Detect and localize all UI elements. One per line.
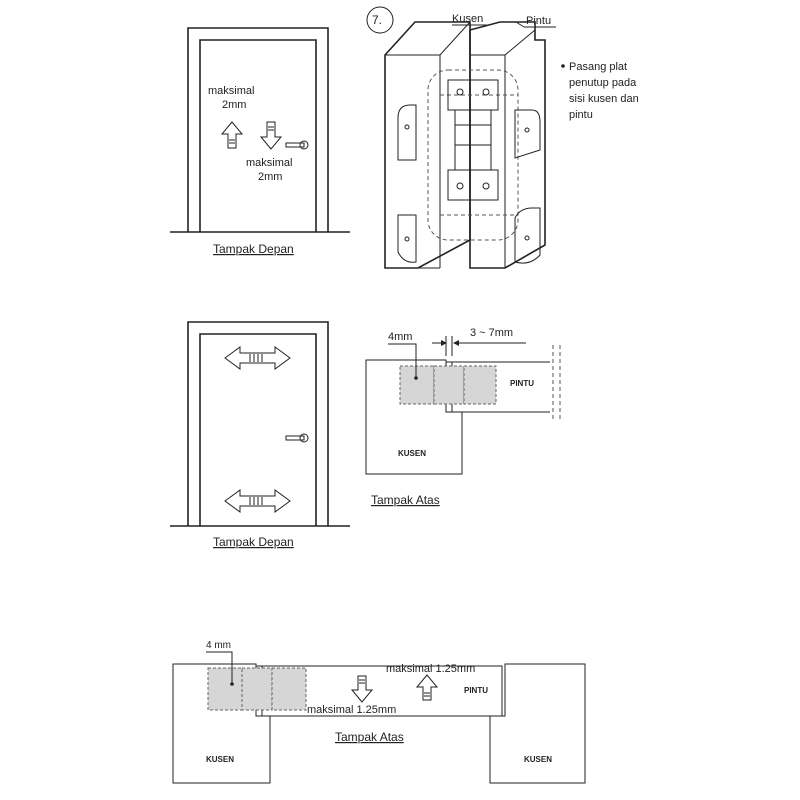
- note-line-2: penutup pada: [569, 77, 637, 89]
- hinge-plate-door-2: [271, 667, 307, 711]
- cover-plate-door-top: [514, 109, 541, 159]
- hinge-center: [433, 365, 465, 405]
- front-view-door-horizontal: Tampak Depan: [170, 321, 350, 549]
- double-arrow-bottom-icon: [224, 489, 291, 513]
- down-limit-label-3: maksimal 1.25mm: [307, 704, 396, 716]
- door-leaf: [199, 39, 317, 232]
- note-line-3: sisi kusen dan: [569, 93, 639, 105]
- down-arrow-icon: [259, 121, 283, 150]
- door-label-2: PINTU: [464, 686, 488, 695]
- hinge-door-label: Pintu: [526, 15, 551, 27]
- dim-gap: 3 ~ 7mm: [470, 327, 513, 339]
- top-view-caption-2: Tampak Atas: [335, 730, 404, 744]
- down-limit-label-1: maksimal: [246, 157, 292, 169]
- dim-4mm-2: 4 mm: [206, 640, 231, 651]
- double-arrow-top-icon: [224, 346, 291, 370]
- door-leaf-2: [199, 333, 317, 526]
- hinge-isometric: 7. Kusen Pintu: [366, 6, 639, 269]
- hinge-center-2: [241, 667, 273, 711]
- cover-plate-door-bottom: [514, 207, 541, 264]
- cover-plate-frame-bottom: [397, 214, 417, 263]
- door-handle-2: [285, 433, 309, 443]
- dim-4mm: 4mm: [388, 331, 412, 343]
- hinge-plate-door: [463, 365, 497, 405]
- door-label-1: PINTU: [510, 379, 534, 388]
- step-number: 7.: [372, 13, 382, 27]
- hinge-plate-frame: [399, 365, 435, 405]
- up-arrow-icon: [220, 121, 244, 149]
- top-view-caption-1: Tampak Atas: [371, 493, 440, 507]
- note-line-1: Pasang plat: [569, 61, 627, 73]
- note-line-4: pintu: [569, 109, 593, 121]
- front-view-caption-2: Tampak Depan: [213, 535, 294, 549]
- up-limit-label-1: maksimal: [208, 85, 254, 97]
- top-view-2: 4 mm maksimal 1.25mm maksimal 1.25mm PIN…: [172, 640, 586, 784]
- front-view-caption-1: Tampak Depan: [213, 242, 294, 256]
- down-arrow-icon-2: [350, 675, 374, 703]
- up-limit-label-2: 2mm: [222, 99, 246, 111]
- hinge-plate-frame-2: [207, 667, 243, 711]
- door-handle: [285, 140, 309, 150]
- frame-right-label: KUSEN: [524, 755, 552, 764]
- front-view-door-vertical: maksimal 2mm maksimal 2mm Tampak Depan: [170, 27, 350, 256]
- door-frame-outer-2: [187, 321, 329, 526]
- hinge-frame-label: Kusen: [452, 13, 483, 25]
- up-limit-label-3: maksimal 1.25mm: [386, 663, 475, 675]
- frame-right-block: [489, 663, 586, 784]
- cover-plate-frame-top: [397, 104, 417, 161]
- top-view-1: PINTU KUSEN 4mm 3 ~ 7mm Tampak Atas: [365, 327, 561, 507]
- step-circle: [366, 6, 394, 34]
- frame-left-label: KUSEN: [206, 755, 234, 764]
- hinge-mechanism: [447, 79, 499, 201]
- up-arrow-icon-2: [415, 674, 439, 701]
- door-frame-outer: [187, 27, 329, 232]
- frame-label-1: KUSEN: [398, 449, 426, 458]
- down-limit-label-2: 2mm: [258, 171, 282, 183]
